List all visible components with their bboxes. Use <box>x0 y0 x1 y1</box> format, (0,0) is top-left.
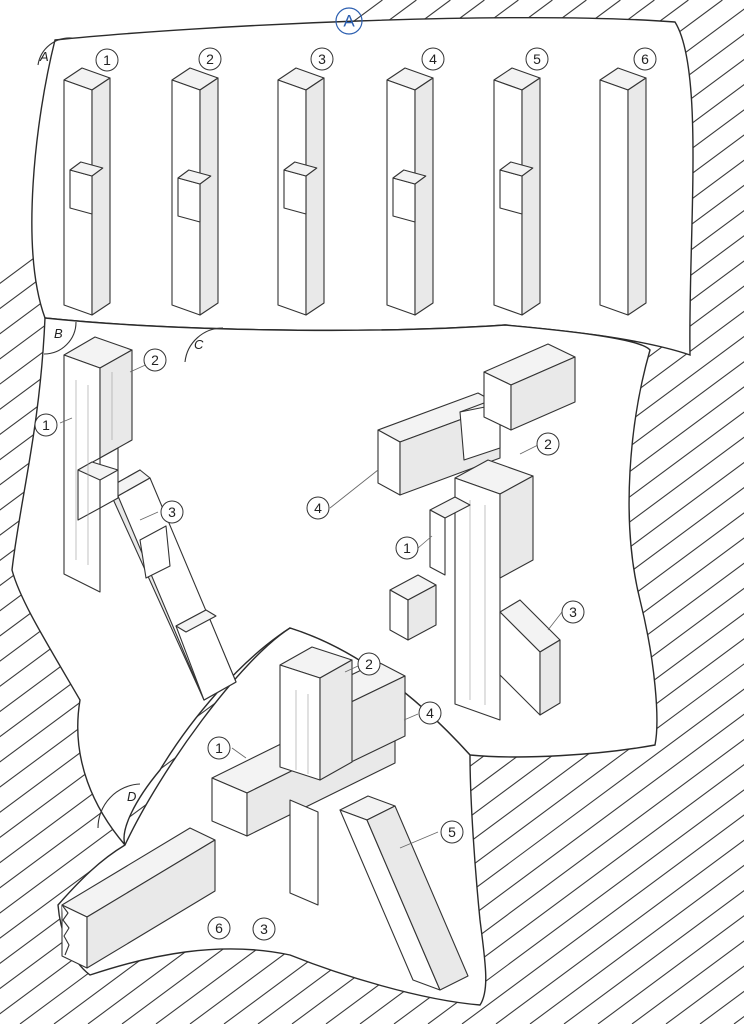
hatch-line <box>393 764 744 1024</box>
panel-b-label-2: 2 <box>151 352 159 368</box>
panel-d-label-5: 5 <box>448 824 456 840</box>
panel-c-assembly <box>377 343 576 721</box>
panel-a-post-5-side <box>521 77 541 316</box>
region-a-outline <box>31 16 694 356</box>
panel-a-label-6: 6 <box>641 51 649 67</box>
panel-a-label-3: 3 <box>318 51 326 67</box>
panel-a-post-3-side <box>305 77 325 316</box>
section-c-marker <box>184 327 224 363</box>
panel-a-post-4-notch <box>392 177 416 223</box>
panel-b-label-1: 1 <box>42 417 50 433</box>
panel-a-label-4: 4 <box>429 51 437 67</box>
panel-a-label-1: 1 <box>103 52 111 68</box>
panel-a-post-1-notch-top <box>69 161 104 177</box>
hatch-line <box>291 688 744 1024</box>
panel-a-post-1-side <box>91 77 111 316</box>
panel-d-label-2: 2 <box>365 656 373 672</box>
panel-d-label-1: 1 <box>215 740 223 756</box>
panel-c-label-2: 2 <box>544 436 552 452</box>
panel-a-post-5-notch <box>499 169 523 215</box>
panel-a-post-1-notch <box>69 169 93 215</box>
panel-a-post-3-notch-top <box>283 161 318 177</box>
hatch-line <box>733 1015 744 1024</box>
panel-a-post-2-side <box>199 77 219 316</box>
hatch-line <box>359 738 744 1024</box>
panel-d-assembly <box>61 646 469 991</box>
panel-a-post-4-side <box>414 77 434 316</box>
section-b-label: B <box>54 326 63 341</box>
panel-c-label-4: 4 <box>314 500 322 516</box>
panel-c-label-1: 1 <box>403 540 411 556</box>
panel-a-label-5: 5 <box>533 51 541 67</box>
hatch-line <box>427 789 744 1024</box>
panel-c-label-3: 3 <box>569 604 577 620</box>
leader-lines <box>59 361 563 849</box>
panel-a-joint-posts <box>63 67 647 316</box>
panel-c-labels: 1 2 3 4 <box>306 432 585 624</box>
panel-a-post-4-notch-top <box>392 169 427 185</box>
section-a-label: A <box>39 49 49 64</box>
panel-d-label-3: 3 <box>260 921 268 937</box>
panel-d-label-4: 4 <box>426 705 434 721</box>
panel-a-post-2-notch <box>177 177 201 223</box>
panel-d-label-6: 6 <box>215 920 223 936</box>
panel-a-labels: 1 2 3 4 5 6 <box>95 47 657 72</box>
panel-a-post-5-notch-top <box>499 161 534 177</box>
panel-a-post-6-front <box>599 79 629 316</box>
panel-b-assembly <box>63 336 237 701</box>
hatch-line <box>325 713 744 1024</box>
panel-b-labels: 1 2 3 <box>34 348 184 524</box>
sheet-label: A <box>343 12 355 31</box>
sheet-label-circle <box>335 7 363 35</box>
panel-a-post-2-notch-top <box>177 169 212 185</box>
panel-a-post-6-side <box>627 77 647 316</box>
hatch-line <box>461 814 744 1024</box>
section-d-label: D <box>127 789 136 804</box>
panel-a-post-3-notch <box>283 169 307 215</box>
hatch-line <box>495 839 744 1024</box>
panel-b-label-3: 3 <box>168 504 176 520</box>
section-a-marker <box>37 37 73 66</box>
section-b-marker <box>43 321 77 355</box>
panel-a-label-2: 2 <box>206 51 214 67</box>
panel-d-labels: 1 2 3 4 5 6 <box>207 652 464 941</box>
section-d-marker <box>97 783 141 829</box>
hatch-line <box>257 663 744 1024</box>
section-c-label: C <box>194 337 204 352</box>
